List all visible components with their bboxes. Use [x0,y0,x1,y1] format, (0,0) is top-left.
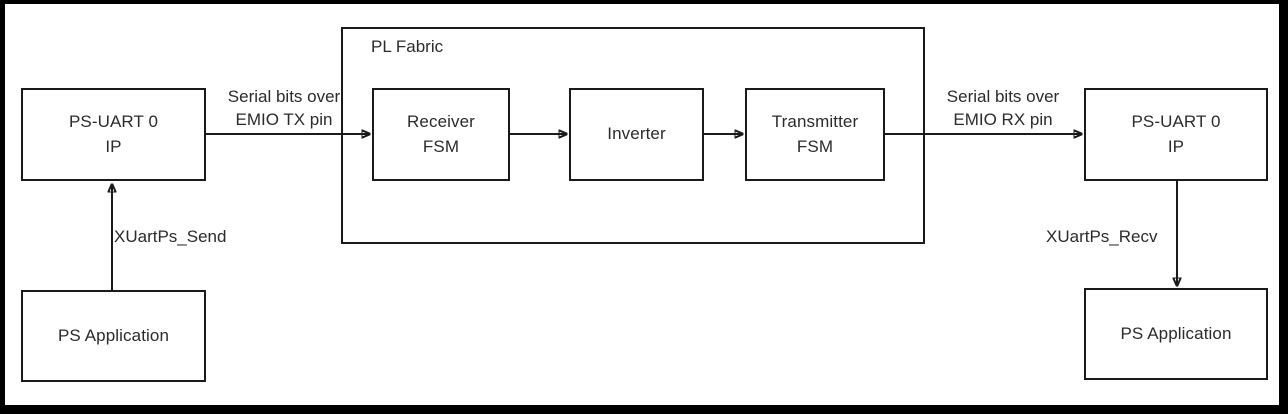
block-transmitter-fsm[interactable]: Transmitter FSM [745,88,885,181]
edge-label-xuartps-send: XUartPs_Send [114,227,227,246]
block-ps-application-tx-label: PS Application [57,325,170,345]
group-pl-fabric-label: PL Fabric [371,37,444,56]
group-pl-fabric [341,27,925,244]
block-inverter[interactable]: Inverter [569,88,704,181]
edge-label-rx-serial: Serial bits over EMIO RX pin [946,87,1060,129]
block-ps-uart-0-tx-label: PS-UART 0 IP [68,111,159,156]
block-receiver-fsm-label: Receiver FSM [407,111,475,156]
block-ps-uart-0-rx-label: PS-UART 0 IP [1131,111,1221,156]
block-ps-application-tx[interactable]: PS Application [21,290,206,382]
block-ps-application-rx[interactable]: PS Application [1084,288,1268,380]
edge-label-xuartps-recv: XUartPs_Recv [1046,227,1158,246]
edge-label-tx-serial: Serial bits over EMIO TX pin [227,87,341,129]
block-receiver-fsm[interactable]: Receiver FSM [372,88,510,181]
block-ps-application-rx-label: PS Application [1120,323,1232,343]
block-ps-uart-0-rx[interactable]: PS-UART 0 IP [1084,88,1268,181]
block-ps-uart-0-tx[interactable]: PS-UART 0 IP [21,88,206,181]
block-inverter-label: Inverter [607,124,666,144]
block-transmitter-fsm-label: Transmitter FSM [771,111,859,156]
